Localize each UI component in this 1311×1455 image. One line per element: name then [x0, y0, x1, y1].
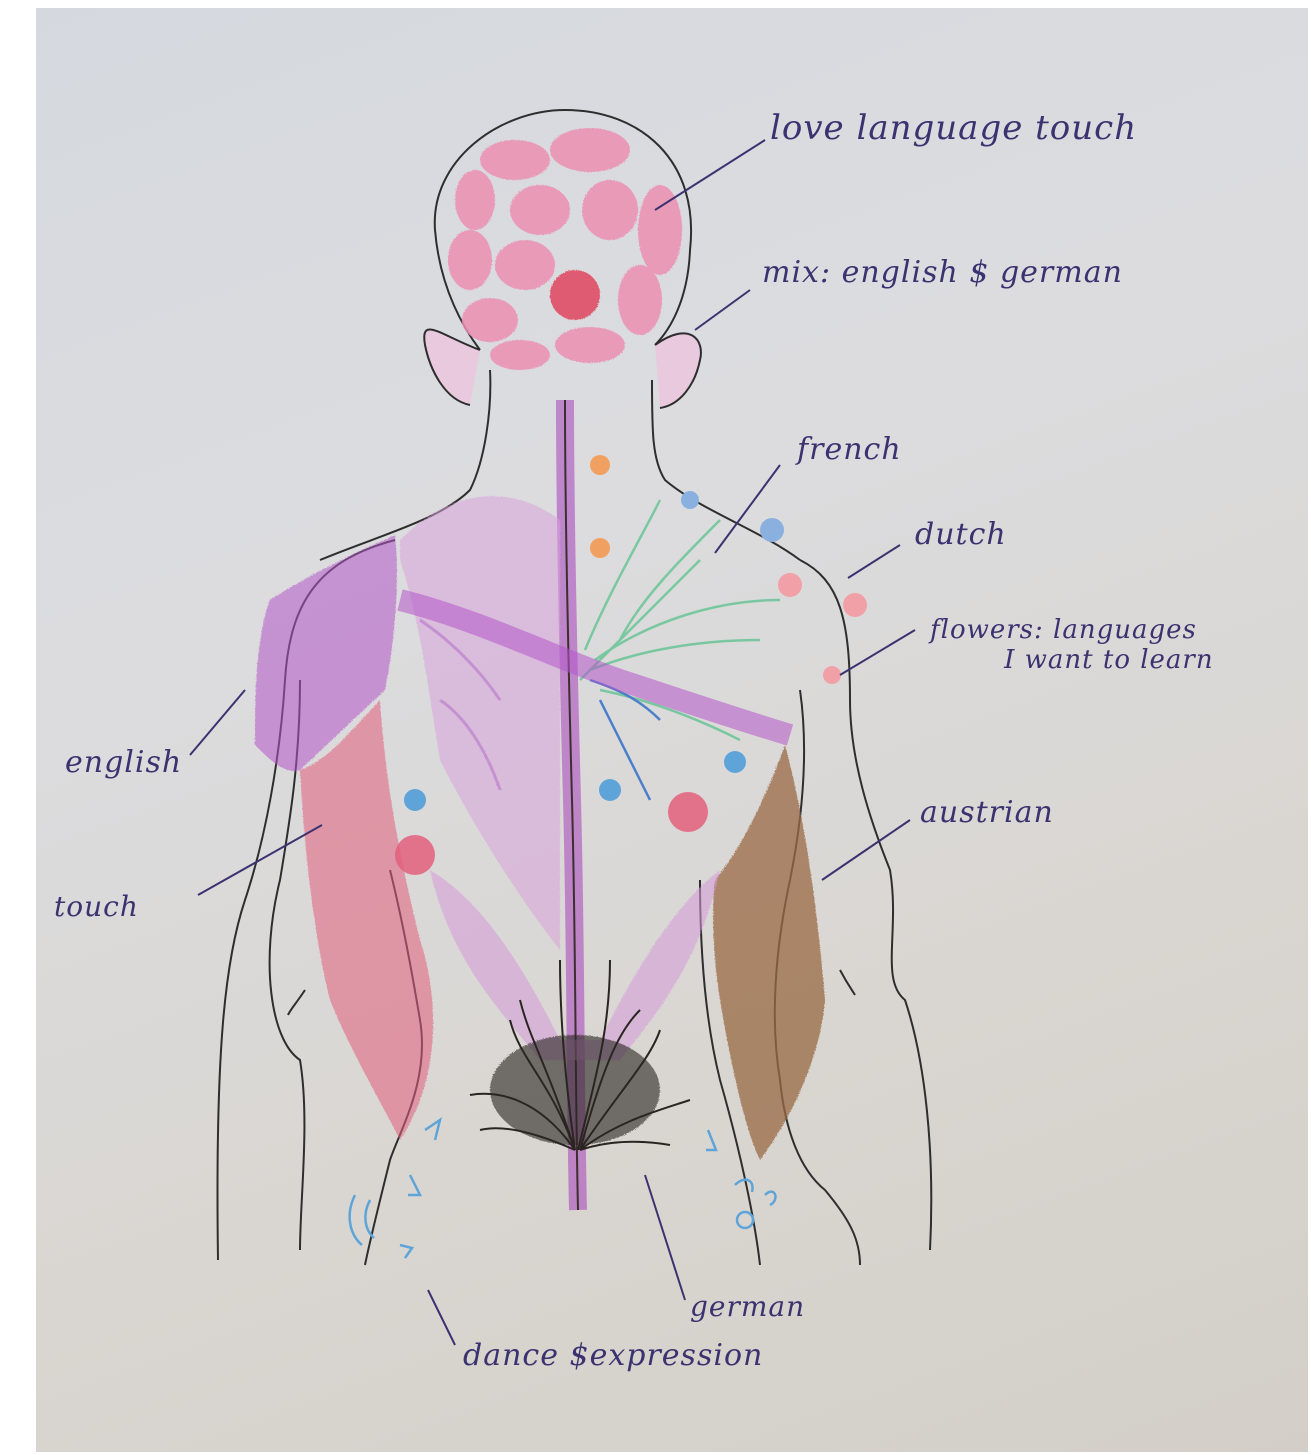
green-back-region [580, 500, 780, 800]
label-french: french [797, 432, 902, 467]
flower-icon [404, 789, 426, 811]
flower-icon [590, 538, 610, 558]
leader-line-english [190, 690, 245, 755]
flower-icon [823, 666, 841, 684]
label-flowers: flowers: languages I want to learn [930, 615, 1214, 675]
flower-icon [681, 491, 699, 509]
leader-line-dance [428, 1290, 455, 1345]
leader-line-german [645, 1175, 685, 1300]
label-dance: dance $expression [463, 1338, 763, 1373]
flower-icon [395, 835, 435, 875]
label-love-language: love language touch [770, 108, 1137, 148]
label-austrian: austrian [920, 795, 1054, 830]
german-tuft-fill [490, 1035, 660, 1145]
leader-line-flowers [840, 630, 915, 675]
austrian-region [713, 745, 825, 1160]
label-dutch: dutch [915, 517, 1007, 552]
purple-back-region [400, 496, 560, 950]
leader-line-mix [695, 290, 750, 330]
flower-icon [843, 593, 867, 617]
flower-icon [599, 779, 621, 801]
flower-icon [760, 518, 784, 542]
flower-icon [778, 573, 802, 597]
leader-line-love-language [655, 140, 765, 210]
flower-icon [668, 792, 708, 832]
label-english: english [65, 745, 182, 780]
left-ear [424, 329, 480, 405]
leader-line-touch [198, 825, 322, 895]
leader-line-dutch [848, 545, 900, 578]
right-ear [655, 333, 701, 408]
leader-line-austrian [822, 820, 910, 880]
label-touch: touch [54, 890, 139, 923]
flower-icon [590, 455, 610, 475]
head [424, 110, 701, 408]
label-german: german [690, 1290, 805, 1323]
brain-pattern [448, 128, 682, 370]
label-mix: mix: english $ german [762, 255, 1123, 290]
touch-region [300, 700, 433, 1140]
flower-icon [724, 751, 746, 773]
